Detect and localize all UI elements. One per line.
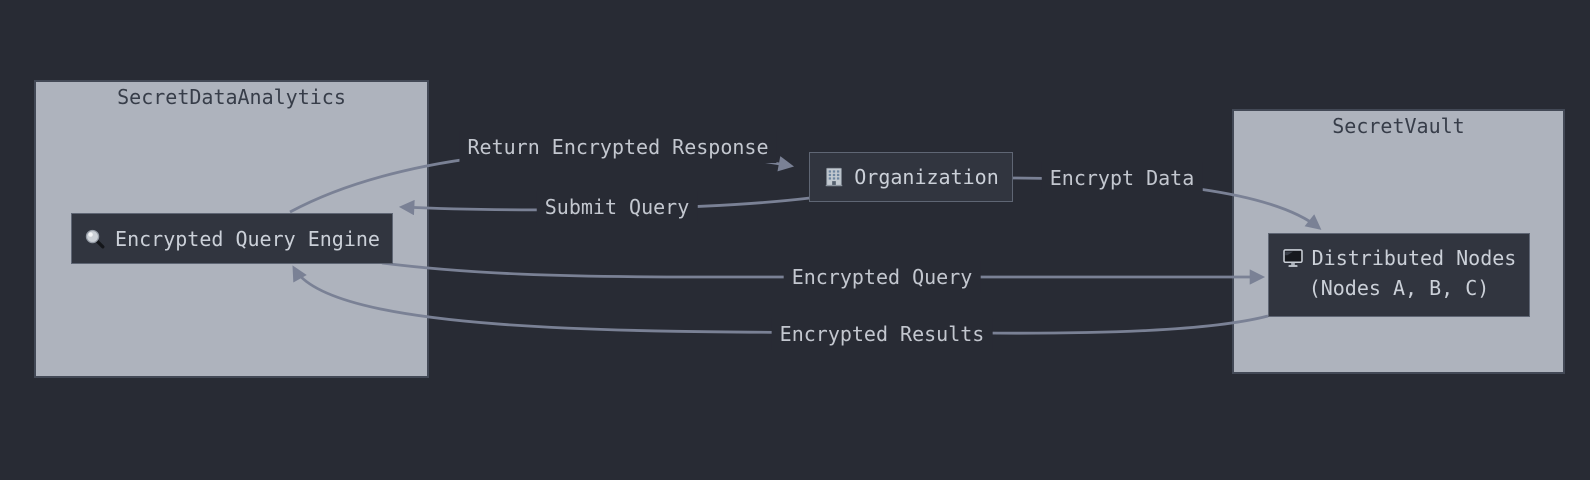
cluster-title-secretdataanalytics: SecretDataAnalytics [117,85,346,109]
magnifier-icon [84,228,106,250]
node-label: Distributed Nodes [1311,246,1517,270]
edge-label-encrypt-data: Encrypt Data [1041,162,1203,194]
edge-label-submit-query: Submit Query [536,191,698,223]
edge-label-encrypted-results: Encrypted Results [771,318,993,350]
node-organization: Organization [809,152,1013,202]
node-encrypted-query-engine: Encrypted Query Engine [71,213,393,264]
edge-label-encrypted-query: Encrypted Query [783,261,981,293]
building-icon [823,166,845,188]
node-sublabel: (Nodes A, B, C) [1308,276,1490,300]
edge-encrypted-query [381,261,1266,285]
monitor-icon [1282,247,1304,269]
cluster-title-secretvault: SecretVault [1332,114,1465,138]
node-label: Organization [854,165,999,189]
node-distributed-nodes: Distributed Nodes (Nodes A, B, C) [1268,233,1530,317]
node-label: Encrypted Query Engine [115,226,380,251]
edge-label-return-encrypted-response: Return Encrypted Response [459,131,777,163]
